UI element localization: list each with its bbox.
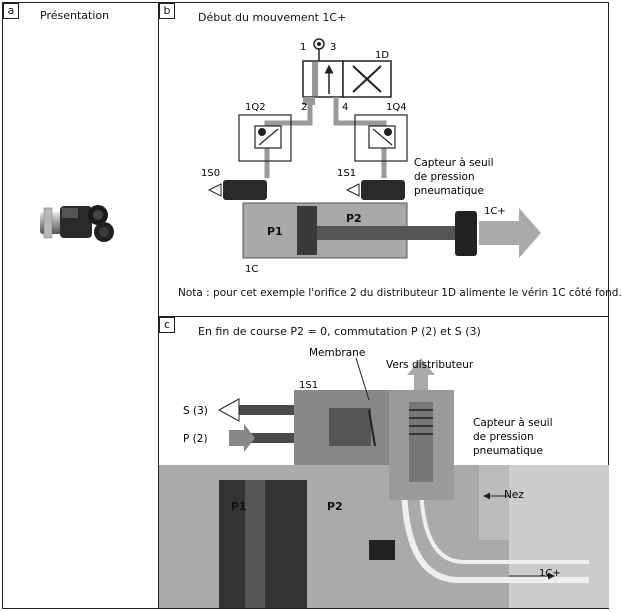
- valve-1d-label: 1D: [375, 50, 389, 61]
- sensor-caption-line1: Capteur à seuil: [414, 157, 494, 169]
- panel-b-tag: b: [159, 3, 175, 19]
- panel-c-tag: c: [159, 317, 175, 333]
- membrane-label: Membrane: [309, 347, 365, 359]
- c-sensor-caption-line1: Capteur à seuil: [473, 417, 553, 429]
- cylinder-1c: [242, 202, 541, 259]
- s1-label: 1S1: [337, 168, 356, 179]
- c-s1-label: 1S1: [299, 380, 318, 391]
- motion-1c-plus-label: 1C+: [484, 206, 506, 217]
- chamber-p1-label: P1: [267, 225, 283, 238]
- sensor-caption-line2: de pression: [414, 171, 475, 183]
- c-chamber-p1-label: P1: [231, 500, 247, 513]
- sensor-1s0: [207, 180, 267, 200]
- panel-a-title: Présentation: [40, 9, 110, 22]
- port-3-label: 3: [330, 42, 336, 53]
- port-4-label: 4: [342, 102, 348, 113]
- figure-frame: [2, 2, 609, 609]
- to-valve-label: Vers distributeur: [386, 359, 474, 371]
- panel-b-note: Nota : pour cet exemple l'orifice 2 du d…: [178, 287, 622, 299]
- sensor-cutaway-diagram: Membrane Vers distributeur 1S1 S (3) P (…: [159, 347, 609, 608]
- column-divider: [158, 2, 159, 609]
- panel-b-title: Début du mouvement 1C+: [198, 11, 347, 24]
- c-motion-label: 1C+: [539, 568, 561, 579]
- sensor-body: [294, 390, 454, 500]
- valve-1d: [302, 60, 392, 105]
- nez-label: Nez: [504, 489, 524, 501]
- check-valve-1q2: [238, 114, 292, 162]
- row-divider: [158, 316, 609, 317]
- c-sensor-caption-line3: pneumatique: [473, 445, 543, 457]
- panel-a-tag: a: [3, 3, 19, 19]
- cylinder-1c-label: 1C: [245, 264, 258, 275]
- q2-label: 1Q2: [245, 102, 266, 113]
- s3-port-label: S (3): [183, 405, 208, 417]
- sensor-1s1: [345, 180, 405, 200]
- cylinder-nose-body: [159, 465, 609, 608]
- q4-label: 1Q4: [386, 102, 407, 113]
- panel-c-title: En fin de course P2 = 0, commutation P (…: [198, 325, 481, 338]
- check-valve-1q4: [354, 114, 408, 162]
- c-sensor-caption-line2: de pression: [473, 431, 534, 443]
- circuit-diagram: 1 3 2 4 1D 1Q2 1Q4 1S0 1S1 Capteur à seu…: [201, 38, 541, 275]
- c-chamber-p2-label: P2: [327, 500, 343, 513]
- sensor-caption-line3: pneumatique: [414, 185, 484, 197]
- sensor-photo: [40, 205, 114, 242]
- port-2-label: 2: [301, 102, 307, 113]
- chamber-p2-label: P2: [346, 212, 362, 225]
- port-1-label: 1: [300, 42, 306, 53]
- s0-label: 1S0: [201, 168, 220, 179]
- p2-port-label: P (2): [183, 433, 208, 445]
